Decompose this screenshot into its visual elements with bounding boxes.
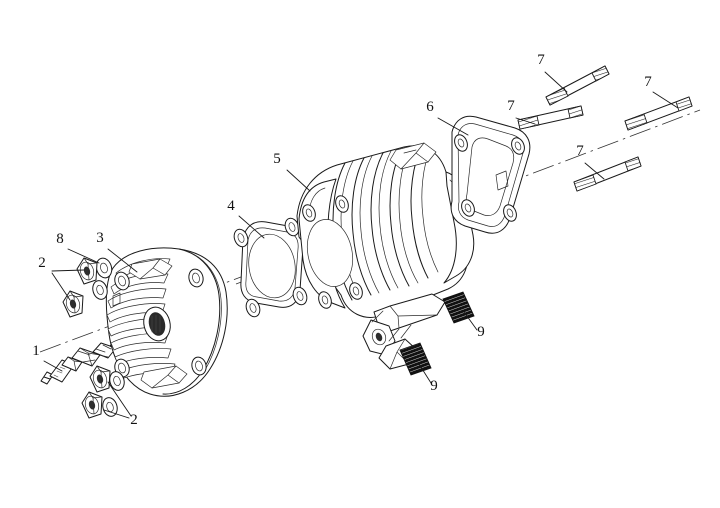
cylinder-block [296, 142, 475, 370]
callout-label-base-gasket: 6 [426, 99, 434, 115]
callout-labels: 1 2 2 3 4 5 6 7 7 7 7 8 9 9 [32, 52, 652, 428]
cylinder-stud-d [573, 156, 642, 192]
nut-upper-b [62, 290, 84, 318]
callout-label-nut-and-washer-lower: 2 [130, 412, 138, 428]
callout-leader-7-a [544, 71, 568, 93]
callout-leader-7-b [515, 117, 536, 125]
nut-upper-a [76, 257, 98, 285]
callout-label-cylinder-stud: 7 [576, 143, 584, 159]
callout-label-cylinder-stud: 7 [537, 52, 545, 68]
cylinder-head [105, 247, 228, 397]
callout-leader-4 [238, 215, 265, 239]
callout-label-washer: 8 [56, 231, 64, 247]
callout-label-dowel-pin: 9 [477, 324, 485, 340]
callout-leader-9-upper [463, 311, 478, 331]
nut-washer-upper [62, 257, 108, 318]
callout-label-spark-plug: 1 [32, 343, 40, 359]
nut-lower-a [89, 365, 111, 393]
washer-lower-b [102, 397, 118, 417]
callout-leader-7-d [584, 162, 605, 180]
callout-label-cylinder-stud: 7 [644, 74, 652, 90]
callout-leader-8 [67, 248, 100, 264]
callout-leader-2-upper [51, 269, 85, 301]
washer-upper-a [92, 280, 108, 300]
callout-leader-1 [43, 360, 63, 372]
washer-lower-a [109, 371, 125, 391]
cylinder-stud-b [517, 105, 584, 130]
callout-leader-3 [107, 248, 138, 273]
nut-lower-b [81, 391, 103, 419]
callout-leader-7-c [652, 91, 679, 109]
cylinder-stud-a [545, 65, 610, 106]
nut-washer-lower [81, 365, 125, 419]
callout-leader-2-lower [103, 381, 132, 419]
dowel-pin-lower [399, 342, 432, 376]
callout-label-cylinder-block: 5 [273, 151, 281, 167]
callout-label-dowel-pin: 9 [430, 378, 438, 394]
callout-label-head-gasket: 4 [227, 198, 235, 214]
callout-label-nut-and-washer-upper: 2 [38, 255, 46, 271]
callout-leader-5 [286, 169, 311, 192]
dowel-pin-upper [442, 291, 475, 324]
callout-label-cylinder-head: 3 [96, 230, 104, 246]
callout-label-cylinder-stud: 7 [507, 98, 515, 114]
base-gasket [450, 115, 531, 234]
cylinder-stud-c [624, 96, 693, 131]
callout-leader-9-lower [418, 363, 432, 384]
head-gasket [233, 217, 308, 318]
callout-leader-6 [437, 117, 469, 136]
